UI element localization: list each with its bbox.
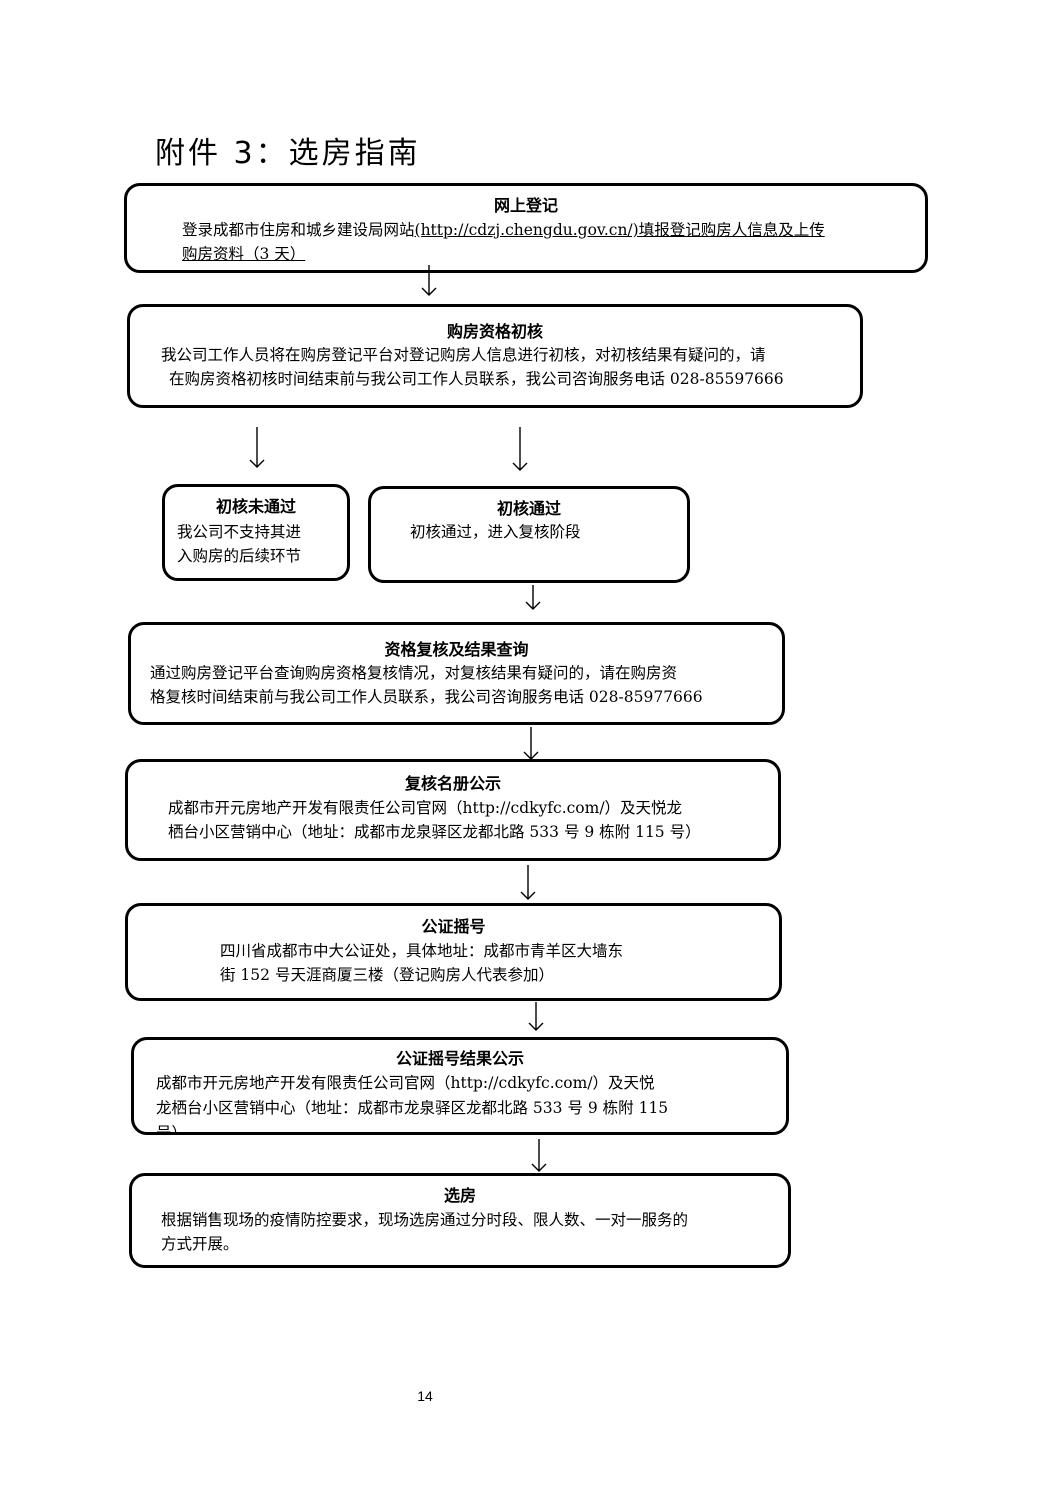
step-lottery-result: 公证摇号结果公示 成都市开元房地产开发有限责任公司官网（http://cdkyf…: [131, 1037, 789, 1135]
arrow-down-icon: [520, 865, 536, 901]
step-body-line: 成都市开元房地产开发有限责任公司官网（http://cdkyfc.com/）及天…: [168, 799, 683, 817]
step-body-line: 在购房资格初核时间结束前与我公司工作人员联系，我公司咨询服务电话 028-855…: [169, 370, 784, 388]
step-body-line: 入购房的后续环节: [177, 547, 302, 565]
step-body-line: 通过购房登记平台查询购房资格复核情况，对复核结果有疑问的，请在购房资: [150, 664, 678, 682]
step-title: 网上登记: [493, 196, 558, 215]
step-title: 公证摇号结果公示: [395, 1049, 524, 1068]
step-body-line: 根据销售现场的疫情防控要求，现场选房通过分时段、限人数、一对一服务的: [161, 1211, 689, 1229]
page-title: 附件 3：选房指南: [155, 136, 421, 171]
arrow-down-icon: [421, 265, 437, 297]
step-initial-review: 购房资格初核 我公司工作人员将在购房登记平台对登记购房人信息进行初核，对初核结果…: [127, 304, 863, 408]
arrow-down-icon: [531, 1139, 547, 1173]
step-body-line: 栖台小区营销中心（地址：成都市龙泉驿区龙都北路 533 号 9 栋附 115 号…: [168, 823, 701, 841]
step-title: 资格复核及结果查询: [384, 640, 529, 659]
arrow-down-icon: [249, 427, 265, 469]
step-title: 初核未通过: [215, 497, 296, 516]
arrow-down-icon: [523, 727, 539, 761]
website-link[interactable]: (http://cdzj.chengdu.gov.cn/)填报登记购房人信息及上…: [414, 221, 825, 239]
step-body-line: 登录成都市住房和城乡建设局网站(http://cdzj.chengdu.gov.…: [182, 218, 925, 242]
step-title: 购房资格初核: [446, 322, 543, 341]
step-body-text: 登录成都市住房和城乡建设局网站: [182, 221, 415, 239]
step-title: 选房: [443, 1186, 476, 1205]
step-title: 复核名册公示: [404, 774, 501, 793]
arrow-down-icon: [525, 585, 541, 611]
step-recheck-query: 资格复核及结果查询 通过购房登记平台查询购房资格复核情况，对复核结果有疑问的，请…: [128, 622, 785, 725]
arrow-down-icon: [512, 427, 528, 472]
step-body-line: 初核通过，进入复核阶段: [410, 523, 581, 541]
step-title: 公证摇号: [421, 917, 486, 936]
step-body-line: 我公司工作人员将在购房登记平台对登记购房人信息进行初核，对初核结果有疑问的，请: [161, 346, 766, 364]
step-body-line: 方式开展。: [161, 1235, 239, 1253]
step-body-line: 成都市开元房地产开发有限责任公司官网（http://cdkyfc.com/）及天…: [156, 1074, 655, 1092]
arrow-down-icon: [528, 1002, 544, 1032]
page-number: 14: [417, 1388, 433, 1404]
step-body-line: 我公司不支持其进: [177, 523, 302, 541]
step-body-line: 龙栖台小区营销中心（地址：成都市龙泉驿区龙都北路 533 号 9 栋附 115: [156, 1099, 669, 1117]
step-lottery: 公证摇号 四川省成都市中大公证处，具体地址：成都市青羊区大墙东 街 152 号天…: [125, 903, 782, 1001]
step-body-line: 街 152 号天涯商厦三楼（登记购房人代表参加）: [220, 966, 554, 984]
step-body-line: 号）: [156, 1124, 188, 1135]
step-online-registration: 网上登记 登录成都市住房和城乡建设局网站(http://cdzj.chengdu…: [124, 183, 928, 273]
step-review-failed: 初核未通过 我公司不支持其进 入购房的后续环节: [162, 484, 350, 581]
step-body-line: 购房资料（3 天）: [182, 245, 306, 263]
step-house-selection: 选房 根据销售现场的疫情防控要求，现场选房通过分时段、限人数、一对一服务的 方式…: [129, 1173, 791, 1268]
step-review-passed: 初核通过 初核通过，进入复核阶段: [368, 486, 690, 583]
step-body-line: 格复核时间结束前与我公司工作人员联系，我公司咨询服务电话 028-8597766…: [150, 688, 703, 706]
step-title: 初核通过: [496, 499, 561, 518]
step-recheck-publicity: 复核名册公示 成都市开元房地产开发有限责任公司官网（http://cdkyfc.…: [125, 759, 781, 861]
step-body-line: 四川省成都市中大公证处，具体地址：成都市青羊区大墙东: [220, 942, 624, 960]
